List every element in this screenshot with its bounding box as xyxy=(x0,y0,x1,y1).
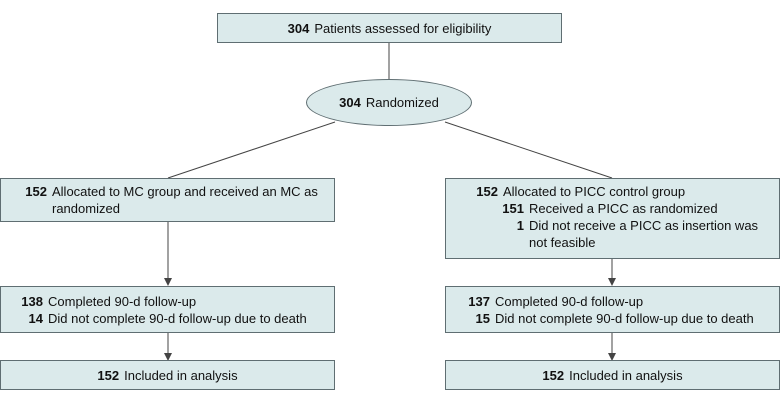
right-completed-row: 137 Completed 90-d follow-up xyxy=(446,293,771,310)
left-death-text: Did not complete 90-d follow-up due to d… xyxy=(48,311,307,326)
right-death-row: 15 Did not complete 90-d follow-up due t… xyxy=(446,310,771,327)
right-allocation-count: 152 xyxy=(476,184,498,199)
right-followup-box: 137 Completed 90-d follow-up 15 Did not … xyxy=(445,286,780,333)
randomized-count: 304 xyxy=(339,95,361,110)
eligibility-count: 304 xyxy=(287,20,310,36)
left-allocation-count: 152 xyxy=(25,184,47,199)
left-death-count: 14 xyxy=(28,311,43,326)
right-allocation-row: 152 Allocated to PICC control group xyxy=(446,183,771,200)
right-received-text: Received a PICC as randomized xyxy=(529,201,718,216)
right-death-count: 15 xyxy=(475,311,490,326)
left-completed-count: 138 xyxy=(21,294,43,309)
left-allocation-box: 152 Allocated to MC group and received a… xyxy=(0,178,335,222)
left-allocation-row: 152 Allocated to MC group and received a… xyxy=(1,183,326,217)
eligibility-text: Patients assessed for eligibility xyxy=(314,20,492,36)
left-allocation-text: Allocated to MC group and received an MC… xyxy=(52,184,318,216)
right-analysis-count: 152 xyxy=(542,367,565,383)
left-analysis-text: Included in analysis xyxy=(124,367,238,383)
left-completed-text: Completed 90-d follow-up xyxy=(48,294,197,309)
left-analysis-box: 152 Included in analysis xyxy=(0,360,335,390)
left-completed-row: 138 Completed 90-d follow-up xyxy=(1,293,326,310)
right-death-text: Did not complete 90-d follow-up due to d… xyxy=(495,311,754,326)
left-analysis-count: 152 xyxy=(97,367,120,383)
right-allocation-sub-row: 151 Received a PICC as randomized xyxy=(446,200,771,217)
randomized-text: Randomized xyxy=(365,95,439,110)
right-analysis-text: Included in analysis xyxy=(569,367,683,383)
right-analysis-box: 152 Included in analysis xyxy=(445,360,780,390)
right-not-received-count: 1 xyxy=(516,218,524,233)
randomized-to-left-line xyxy=(167,121,336,179)
right-allocation-text: Allocated to PICC control group xyxy=(503,184,686,199)
left-death-row: 14 Did not complete 90-d follow-up due t… xyxy=(1,310,326,327)
right-completed-text: Completed 90-d follow-up xyxy=(495,294,644,309)
right-completed-count: 137 xyxy=(468,294,490,309)
right-allocation-box: 152 Allocated to PICC control group 151 … xyxy=(445,178,780,259)
right-received-count: 151 xyxy=(502,201,524,216)
eligibility-box: 304 Patients assessed for eligibility xyxy=(217,13,562,43)
right-allocation-sub-row: 1 Did not receive a PICC as insertion wa… xyxy=(446,217,771,251)
left-followup-box: 138 Completed 90-d follow-up 14 Did not … xyxy=(0,286,335,333)
randomized-ellipse: 304 Randomized xyxy=(306,79,472,126)
right-not-received-text: Did not receive a PICC as insertion was … xyxy=(529,218,759,250)
randomized-to-right-line xyxy=(444,121,613,179)
